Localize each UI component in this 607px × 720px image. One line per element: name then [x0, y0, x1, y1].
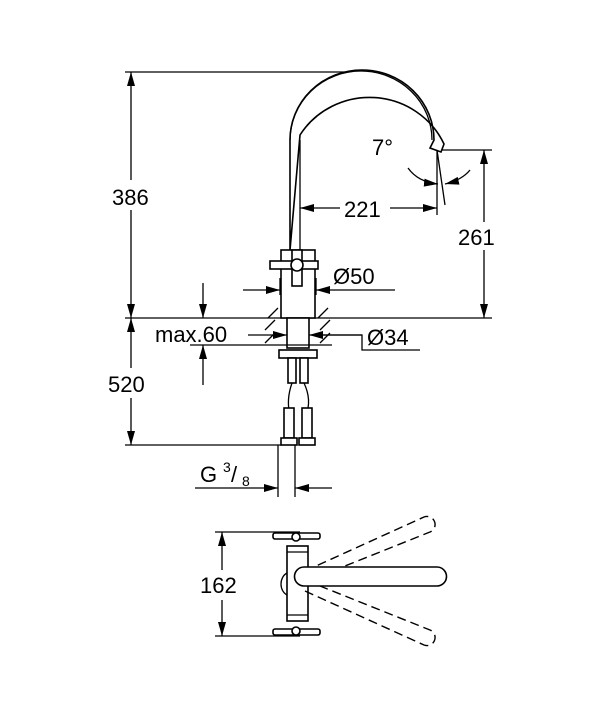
dim-handle-span: 162 [200, 573, 237, 598]
dim-total-height: 386 [112, 185, 149, 210]
dim-connection-thread: G 3 / 8 [200, 459, 250, 489]
dim-max-deck-thickness: max.60 [155, 322, 227, 347]
svg-text:/: / [231, 462, 238, 487]
svg-text:8: 8 [242, 473, 250, 489]
dim-hose-length: 520 [108, 372, 145, 397]
svg-text:3: 3 [223, 459, 231, 475]
dim-hole-diameter: Ø34 [367, 325, 409, 350]
dim-handle-diameter: Ø50 [333, 264, 375, 289]
dim-spout-angle: 7° [372, 135, 393, 160]
dim-spout-height: 261 [458, 225, 495, 250]
dim-spout-reach: 221 [344, 197, 381, 222]
faucet-body [262, 249, 332, 497]
top-view: 162 [198, 515, 448, 647]
spout [289, 69, 445, 251]
svg-text:G: G [200, 462, 217, 487]
